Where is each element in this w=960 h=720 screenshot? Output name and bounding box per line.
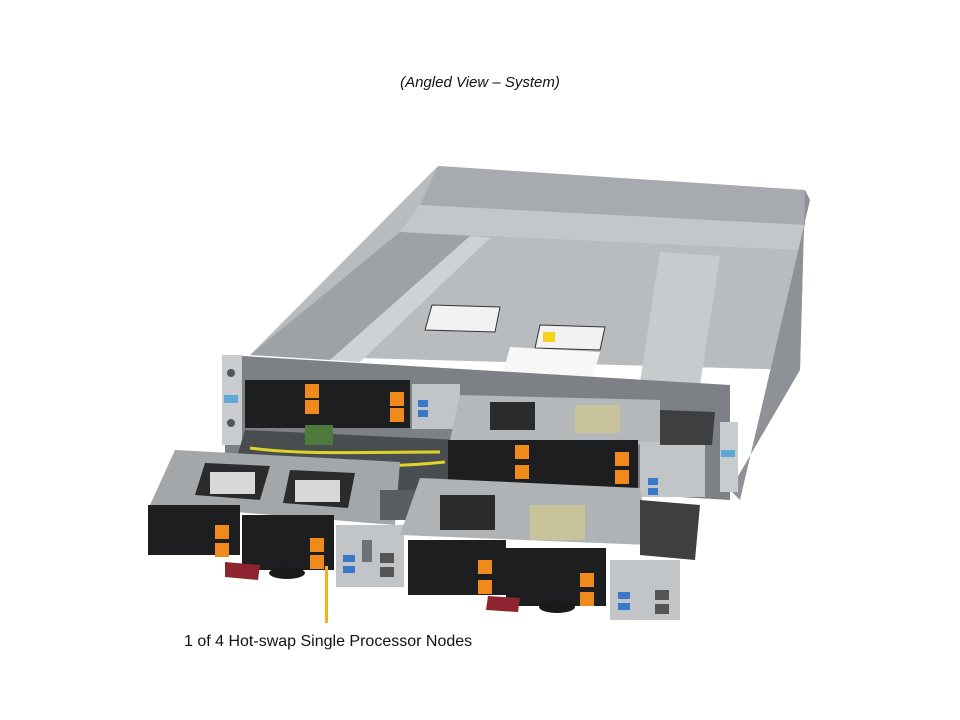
- figure-title: (Angled View – System): [400, 74, 560, 91]
- callout-line: [325, 566, 328, 623]
- server-chassis-image: [148, 166, 810, 620]
- callout-label: 1 of 4 Hot-swap Single Processor Nodes: [184, 633, 473, 650]
